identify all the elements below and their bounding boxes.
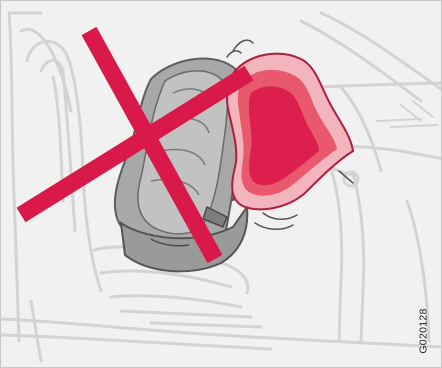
figure-code-label: G020128 <box>412 301 436 361</box>
figure-code-text: G020128 <box>418 308 430 353</box>
